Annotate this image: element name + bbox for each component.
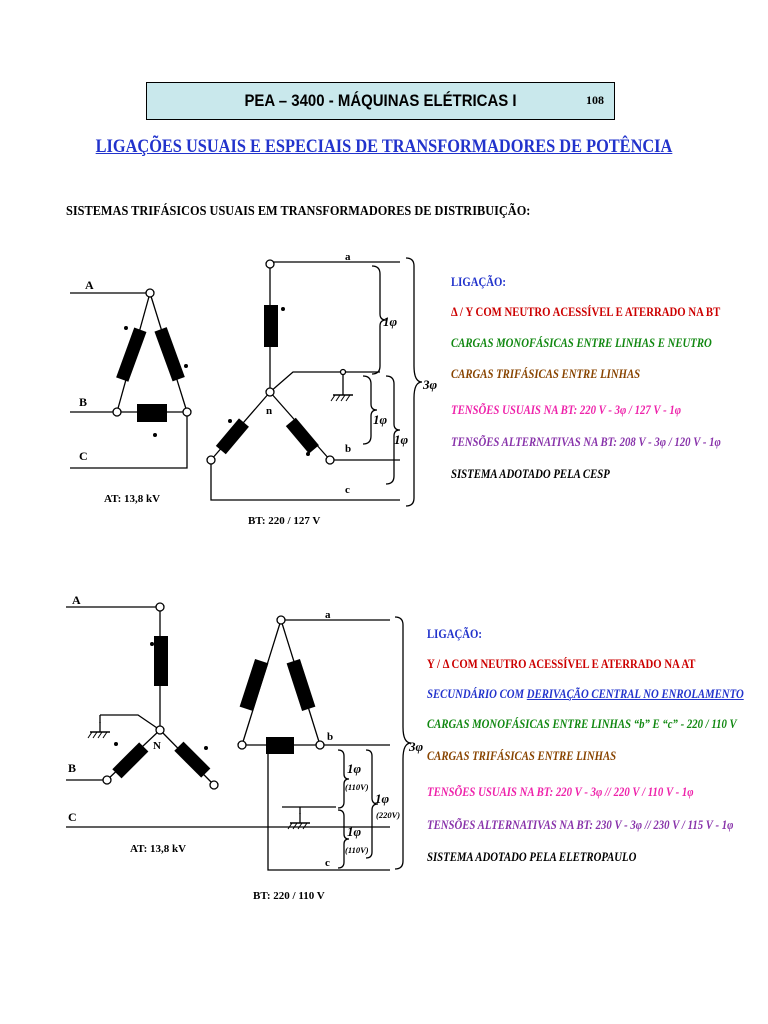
d2-info-secondary-prefix: SECUNDÁRIO COM: [427, 687, 527, 701]
d1-info-alt-voltages: TENSÕES ALTERNATIVAS NA BT: 208 V - 3φ /…: [451, 435, 721, 449]
d2-info-mono-loads: CARGAS MONOFÁSICAS ENTRE LINHAS “b” E “c…: [427, 717, 737, 731]
page-number: 108: [586, 93, 604, 107]
diagram2-delta-terminals: [237, 615, 325, 750]
d2-info-title: LIGAÇÃO:: [427, 627, 482, 641]
label-a2: a: [325, 609, 331, 621]
label-A2: A: [72, 593, 81, 607]
label-3phi-2: 3φ: [408, 739, 424, 754]
bt-rating-1: BT: 220 / 127 V: [248, 515, 320, 527]
d2-info-secondary-tap: DERIVAÇÃO CENTRAL NO ENROLAMENTO: [526, 687, 744, 701]
d1-info-title: LIGAÇÃO:: [451, 275, 506, 289]
label-c1: c: [345, 484, 350, 496]
bt-rating-2: BT: 220 / 110 V: [253, 890, 325, 902]
d1-info-system: SISTEMA ADOTADO PELA CESP: [451, 467, 610, 481]
label-1phi-a: 1φ: [383, 314, 398, 329]
label-1phi-e: 1φ: [347, 824, 362, 839]
ground-icon: [330, 384, 354, 402]
page-title: PEA – 3400 - MÁQUINAS ELÉTRICAS I: [244, 91, 517, 110]
d2-info-usual-voltages: TENSÕES USUAIS NA BT: 220 V - 3φ // 220 …: [427, 785, 694, 799]
diagram1-wye-secondary: [210, 257, 423, 507]
diagram2-wye-primary: [66, 606, 390, 828]
ground-icon: [87, 721, 111, 739]
d2-info-tri-loads: CARGAS TRIFÁSICAS ENTRE LINHAS: [427, 749, 617, 763]
diagram1-delta-terminals: [112, 288, 192, 417]
label-1phi-c: 1φ: [394, 432, 409, 447]
diagram2-delta-windings: [239, 659, 316, 754]
diagram1-wye-terminals: [206, 259, 347, 465]
label-110v-b: (110V): [345, 845, 369, 855]
label-220v: (220V): [376, 810, 400, 820]
label-110v-a: (110V): [345, 782, 369, 792]
label-N2: N: [153, 740, 161, 752]
label-A1: A: [85, 278, 94, 292]
d2-info-connection: Y / Δ COM NEUTRO ACESSÍVEL E ATERRADO NA…: [427, 657, 696, 671]
section-title: SISTEMAS TRIFÁSICOS USUAIS EM TRANSFORMA…: [66, 204, 531, 219]
label-C1: C: [79, 449, 88, 463]
subtitle: LIGAÇÕES USUAIS E ESPECIAIS DE TRANSFORM…: [95, 136, 673, 157]
diagram2-wye-terminals: [102, 602, 219, 790]
label-B1: B: [79, 395, 87, 409]
label-B2: B: [68, 761, 76, 775]
label-3phi-1: 3φ: [422, 377, 438, 392]
diagram1-delta-windings: [116, 326, 188, 437]
at-rating-2: AT: 13,8 kV: [130, 843, 186, 855]
label-1phi-d: 1φ: [347, 761, 362, 776]
label-b1: b: [345, 443, 351, 455]
label-1phi-f: 1φ: [375, 791, 390, 806]
header-box: PEA – 3400 - MÁQUINAS ELÉTRICAS I 108: [146, 82, 615, 120]
d1-info-connection: Δ / Y COM NEUTRO ACESSÍVEL E ATERRADO NA…: [451, 305, 721, 319]
label-C2: C: [68, 810, 77, 824]
label-n1: n: [266, 405, 272, 417]
d1-info-usual-voltages: TENSÕES USUAIS NA BT: 220 V - 3φ / 127 V…: [451, 403, 682, 417]
label-b2: b: [327, 731, 333, 743]
d2-info-secondary: SECUNDÁRIO COM DERIVAÇÃO CENTRAL NO ENRO…: [427, 687, 744, 702]
d2-info-alt-voltages: TENSÕES ALTERNATIVAS NA BT: 230 V - 3φ /…: [427, 818, 734, 832]
label-c2: c: [325, 857, 330, 869]
d2-info-system: SISTEMA ADOTADO PELA ELETROPAULO: [427, 850, 637, 864]
at-rating-1: AT: 13,8 kV: [104, 493, 160, 505]
diagram2-wye-windings: [112, 636, 211, 779]
d1-info-tri-loads: CARGAS TRIFÁSICAS ENTRE LINHAS: [451, 367, 641, 381]
diagram1-wye-windings: [215, 305, 319, 456]
d1-info-mono-loads: CARGAS MONOFÁSICAS ENTRE LINHAS E NEUTRO: [451, 336, 712, 350]
label-a1: a: [345, 251, 351, 263]
label-1phi-b: 1φ: [373, 412, 388, 427]
